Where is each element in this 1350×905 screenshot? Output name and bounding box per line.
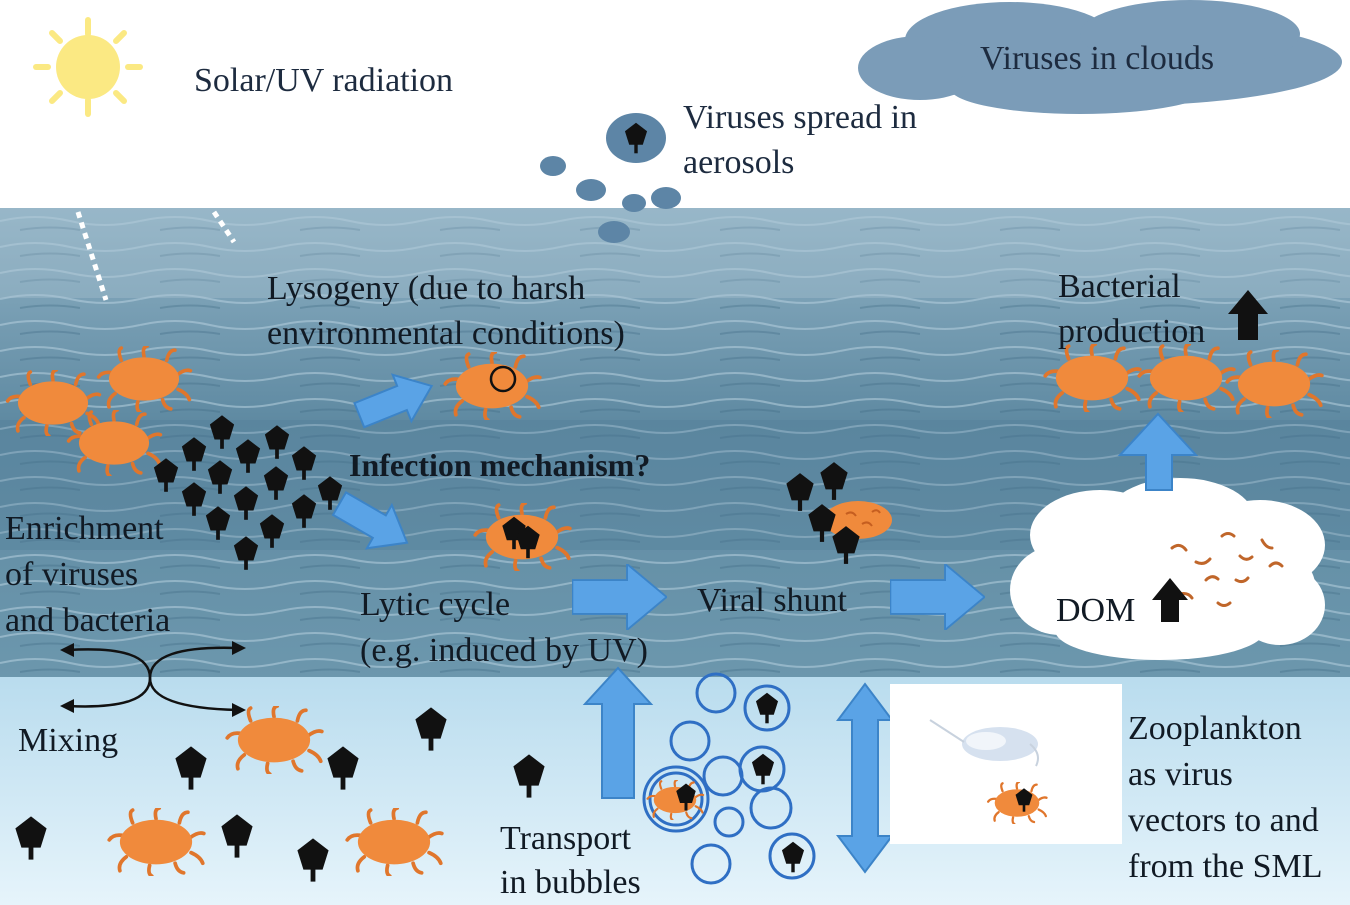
bubble-icon: [749, 786, 793, 830]
lysogeny-label-line2: environmental conditions): [267, 315, 625, 352]
viral-shunt-label: Viral shunt: [697, 582, 847, 619]
zooplankton-icon: [929, 719, 1039, 767]
block-arrow-icon: [353, 373, 434, 429]
bubble-icon: [690, 843, 732, 885]
lysing-bacterium-icon: [824, 501, 892, 539]
zooplankton-panel: [890, 684, 1122, 844]
bubble-icon: [713, 806, 745, 838]
mixing-arrows-icon: [67, 646, 239, 712]
aerosols-label-line1: Viruses spread in: [683, 99, 918, 136]
up-arrow-icon: [1228, 290, 1268, 340]
solar-radiation-label: Solar/UV radiation: [194, 62, 454, 99]
lytic-cycle-label-line2: (e.g. induced by UV): [360, 632, 648, 669]
bubble-icon: [695, 672, 737, 714]
up-block-arrow-icon: [582, 666, 654, 799]
double-block-arrow-icon: [836, 682, 894, 874]
up-arrow-icon: [1152, 578, 1188, 622]
zooplankton-label-line3: vectors to and: [1128, 802, 1319, 839]
up-block-arrow-icon: [1117, 412, 1199, 491]
transport-label-line1: Transport: [500, 820, 631, 857]
aerosols-label-line2: aerosols: [683, 144, 795, 181]
block-arrow-icon: [331, 491, 409, 550]
lysogeny-label-line1: Lysogeny (due to harsh: [267, 270, 586, 307]
sea-haze: [0, 208, 1350, 298]
enrichment-label-line1: Enrichment: [5, 510, 164, 547]
enrichment-label-line2: of viruses: [5, 556, 139, 593]
sun-icon: [33, 17, 143, 117]
mixing-label: Mixing: [18, 722, 119, 759]
bacterial-production-label-line1: Bacterial: [1058, 268, 1181, 305]
uv-rays: [75, 210, 237, 301]
dom-label: DOM: [1056, 592, 1136, 629]
cloud-icon: [858, 0, 1342, 114]
zooplankton-label-line4: from the SML: [1128, 848, 1323, 885]
bubble-icon: [669, 720, 711, 762]
lytic-cycle-label-line1: Lytic cycle: [360, 586, 511, 623]
bubble-icon: [648, 771, 704, 827]
bubble-icon: [642, 765, 710, 833]
zooplankton-label-line2: as virus: [1128, 756, 1233, 793]
transport-label-line2: in bubbles: [500, 864, 641, 901]
bubble-icon: [768, 832, 816, 880]
bubble-icon: [743, 684, 791, 732]
bacterial-production-label-line2: production: [1058, 313, 1206, 350]
viruses-in-clouds-label: Viruses in clouds: [980, 40, 1215, 77]
bubbles: [642, 672, 816, 885]
zooplankton-label-line1: Zooplankton: [1128, 710, 1302, 747]
infection-mechanism-label: Infection mechanism?: [349, 447, 651, 483]
enrichment-label-line3: and bacteria: [5, 602, 171, 639]
prophage-icon: [489, 365, 517, 393]
mixing-arrowheads: [60, 641, 246, 717]
